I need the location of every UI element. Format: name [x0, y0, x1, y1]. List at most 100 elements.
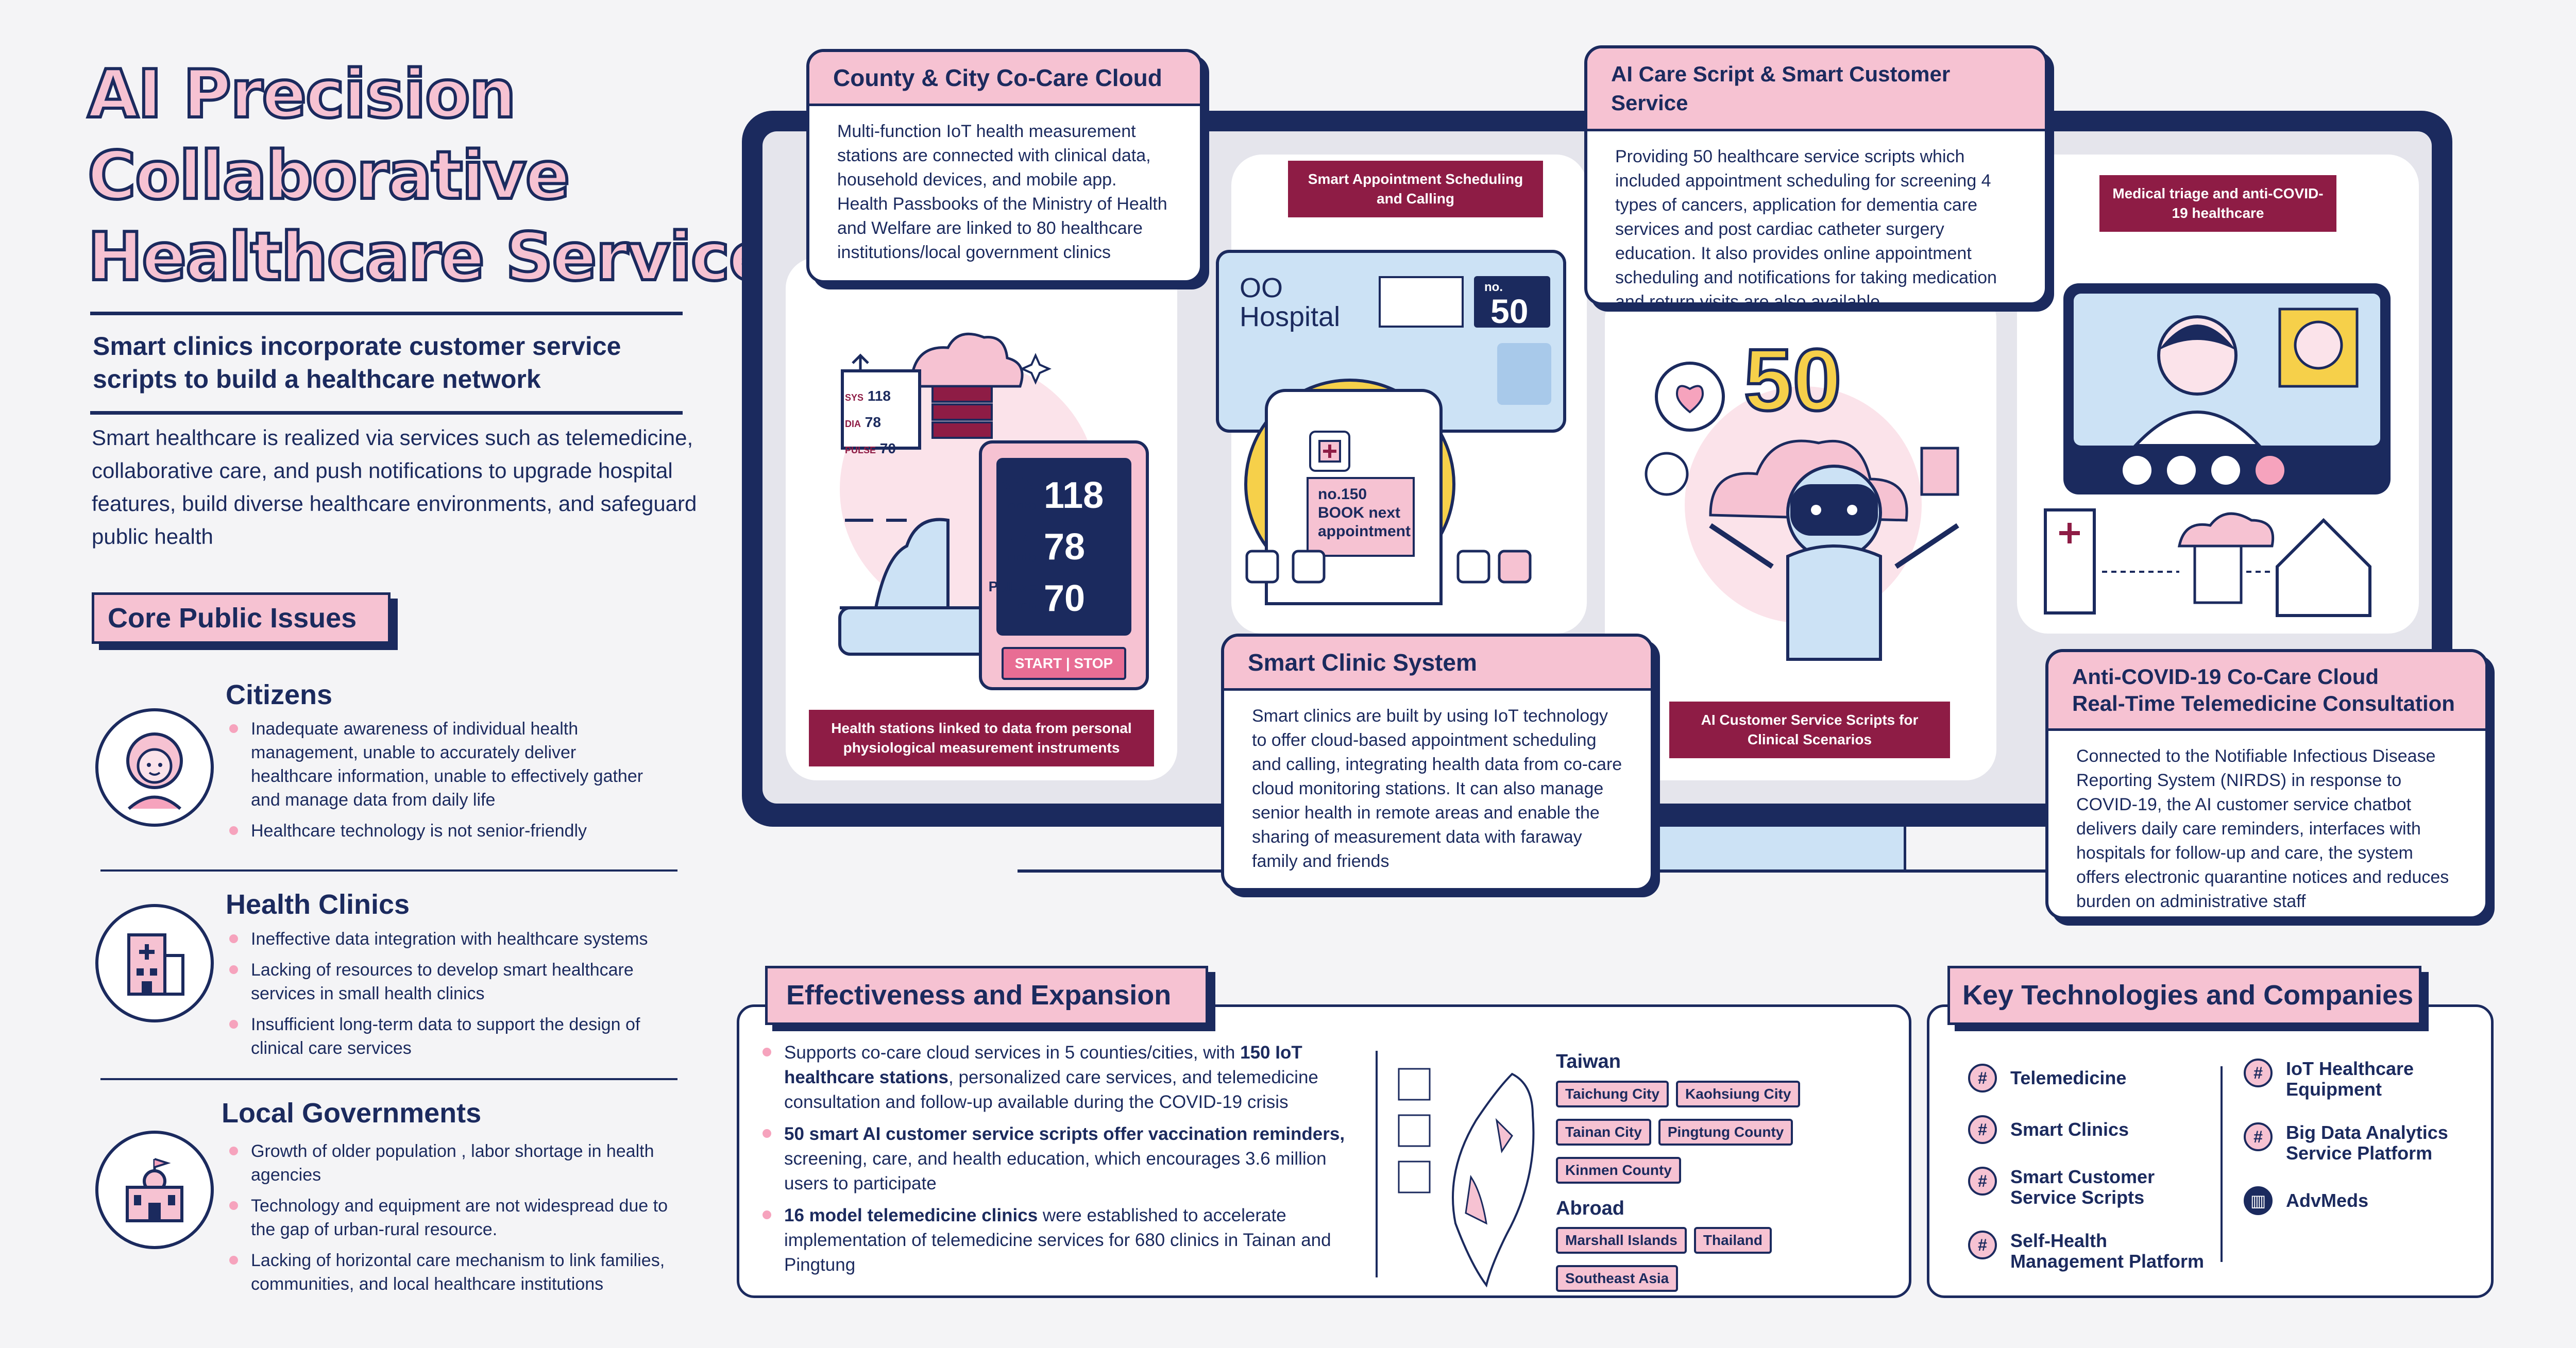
display-window [1379, 276, 1464, 328]
page-title: AI Precision Collaborative Healthcare Se… [86, 54, 775, 298]
hospital-app-icon [1309, 431, 1350, 472]
stations-label: Health stations linked to data from pers… [809, 710, 1154, 766]
divider [1376, 1051, 1378, 1277]
ai-card-title: AI Care Script & Smart Customer Service [1587, 48, 2045, 131]
place-tag: Tainan City [1556, 1119, 1651, 1146]
display-panel [1497, 343, 1551, 405]
divider [100, 1078, 677, 1080]
hangup-icon[interactable] [2256, 456, 2284, 485]
small-dia-label: DIA [845, 419, 861, 429]
stop-label: STOP [1074, 655, 1113, 671]
list-item: Healthcare technology is not senior-frie… [229, 819, 652, 843]
start-stop-button[interactable]: START | STOP [1002, 647, 1126, 680]
taiwan-map-icon [1394, 1059, 1553, 1290]
place-tag: Southeast Asia [1556, 1265, 1679, 1292]
list-item: Inadequate awareness of individual healt… [229, 717, 652, 812]
telemedicine-network-illustration [2040, 494, 2401, 628]
county-card-title: County & City Co-Care Cloud [809, 52, 1200, 106]
tech-item: #Smart Clinics [1968, 1115, 2215, 1144]
place-tag: Kaohsiung City [1676, 1081, 1801, 1107]
hospital-name-1: OO [1240, 272, 1283, 303]
place-tag: Pingtung County [1658, 1119, 1793, 1146]
tech-item: #Telemedicine [1968, 1064, 2215, 1093]
list-item: Lacking of resources to develop smart he… [229, 958, 652, 1005]
tech-item: #Self-Health Management Platform [1968, 1231, 2215, 1272]
ai-care-script-card: AI Care Script & Smart Customer Service … [1584, 45, 2048, 305]
tech-list-right: #IoT Healthcare Equipment #Big Data Anal… [2244, 1059, 2481, 1215]
local-governments-title: Local Governments [222, 1098, 482, 1129]
small-pulse-label: PULSE [845, 445, 876, 455]
list-item: 16 model telemedicine clinics were estab… [762, 1203, 1370, 1277]
building-icon: ▥ [2244, 1186, 2273, 1215]
clinic-building-icon [95, 904, 214, 1022]
taiwan-title: Taiwan [1556, 1051, 1621, 1072]
hashtag-icon: # [1968, 1115, 1997, 1144]
ai-card-body: Providing 50 healthcare service scripts … [1615, 147, 1997, 305]
sys-value: 118 [1044, 475, 1104, 516]
citizens-list: Inadequate awareness of individual healt… [229, 717, 652, 850]
call-controls [2123, 456, 2284, 485]
health-clinics-title: Health Clinics [226, 889, 410, 920]
elderly-avatar-icon [95, 708, 214, 827]
small-sys-value: 118 [867, 388, 891, 404]
small-bp-readout: SYS 118 DIA 78 PULSE 70 [845, 384, 907, 463]
hospital-name-2: Hospital [1240, 301, 1341, 332]
scripts-label: AI Customer Service Scripts for Clinical… [1669, 702, 1950, 758]
tech-item: #Big Data Analytics Service Platform [2244, 1122, 2481, 1164]
tech-item: ▥AdvMeds [2244, 1186, 2481, 1215]
effectiveness-tag: Effectiveness and Expansion [765, 966, 1208, 1025]
mic-icon[interactable] [2123, 456, 2151, 485]
place-tag: Thailand [1693, 1227, 1772, 1254]
list-item: Ineffective data integration with health… [229, 927, 652, 951]
ai-robot-illustration [1618, 319, 1989, 690]
tech-list-left: #Telemedicine #Smart Clinics #Smart Cust… [1968, 1064, 2215, 1272]
key-tech-box [1927, 1004, 2494, 1298]
queue-number: no.50 [1474, 276, 1550, 330]
title-line-3: Healthcare Service [86, 217, 775, 297]
county-card-body: Multi-function IoT health measurement st… [837, 122, 1167, 262]
small-pulse-value: 70 [879, 440, 896, 456]
title-line-2: Collaborative [86, 136, 571, 216]
appointment-label: Smart Appointment Scheduling and Calling [1288, 161, 1543, 217]
ai-script-count: 50 [1742, 330, 1843, 431]
hashtag-icon: # [2244, 1122, 2273, 1151]
key-tech-tag: Key Technologies and Companies [1947, 966, 2421, 1025]
governments-list: Growth of older population , labor short… [229, 1139, 672, 1303]
camera-icon[interactable] [2211, 456, 2240, 485]
dia-value: 78 [1044, 526, 1086, 568]
core-public-issues-tag: Core Public Issues [92, 592, 391, 644]
place-tag: Marshall Islands [1556, 1227, 1687, 1254]
small-dia-value: 78 [865, 414, 881, 430]
clinics-list: Ineffective data integration with health… [229, 927, 652, 1067]
county-cocare-card: County & City Co-Care Cloud Multi-functi… [806, 49, 1203, 283]
covid-card-body: Connected to the Notifiable Infectious D… [2076, 746, 2449, 911]
hashtag-icon: # [1968, 1167, 1997, 1196]
smart-clinic-title: Smart Clinic System [1224, 637, 1651, 691]
video-feed [2074, 294, 2380, 447]
list-item: Supports co-care cloud services in 5 cou… [762, 1040, 1370, 1115]
triage-label: Medical triage and anti-COVID-19 healthc… [2099, 175, 2336, 232]
speaker-icon[interactable] [2167, 456, 2196, 485]
list-item: Technology and equipment are not widespr… [229, 1194, 672, 1241]
pulse-label: PULSE/min [988, 578, 1037, 610]
list-item: Growth of older population , labor short… [229, 1139, 672, 1187]
intro-text: Smart healthcare is realized via service… [92, 425, 697, 549]
place-tag: Kinmen County [1556, 1157, 1681, 1184]
waiting-chairs-illustration [1242, 536, 1540, 603]
hashtag-icon: # [2244, 1059, 2273, 1087]
abroad-title: Abroad [1556, 1198, 1624, 1219]
small-sys-label: SYS [845, 393, 864, 403]
divider [100, 869, 677, 872]
smart-clinic-card: Smart Clinic System Smart clinics are bu… [1221, 634, 1654, 891]
start-label: START [1014, 655, 1062, 671]
citizens-title: Citizens [226, 679, 333, 710]
list-item: Lacking of horizontal care mechanism to … [229, 1249, 672, 1296]
pulse-value: 70 [1044, 578, 1086, 619]
